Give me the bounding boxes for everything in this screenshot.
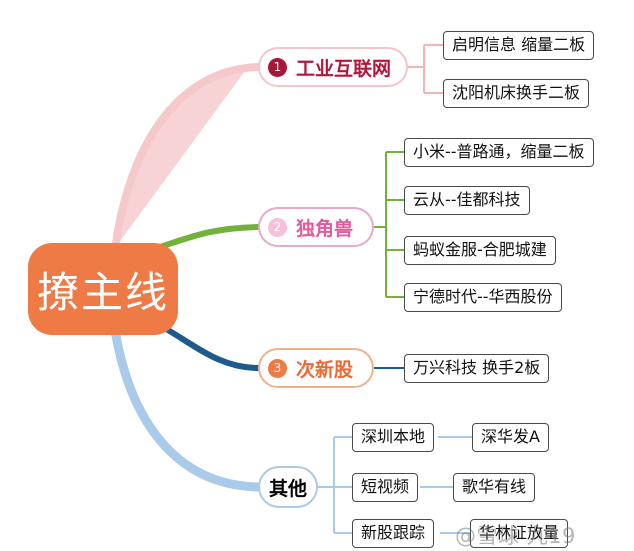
- leaf-node: 沈阳机床换手二板: [443, 79, 590, 108]
- root-node: 撩主线: [28, 243, 178, 335]
- leaf-node: 华林证放量: [470, 519, 569, 548]
- sub-branch-node: 深圳本地: [352, 423, 435, 452]
- branch-2-tree: [374, 151, 404, 298]
- leaf-node: 云从--佳都科技: [404, 186, 530, 215]
- branch-label-1: 工业互联网: [296, 57, 392, 80]
- leaf-node: 歌华有线: [453, 473, 536, 502]
- branch-number-1: 1: [268, 57, 287, 77]
- sub-branch-node: 短视频: [352, 473, 419, 502]
- branch-node-2: 2 独角兽: [258, 207, 374, 247]
- leaf-node: 启明信息 缩量二板: [443, 31, 595, 60]
- branch-node-4: 其他: [258, 466, 318, 508]
- branch-label-3: 次新股: [296, 358, 354, 381]
- branch-1-tree: [408, 44, 443, 94]
- leaf-node: 深华发A: [472, 423, 549, 452]
- branch-label-2: 独角兽: [296, 217, 354, 240]
- branch-number-2: 2: [268, 217, 287, 237]
- leaf-node: 蚂蚁金服-合肥城建: [404, 236, 556, 265]
- sub-branch-node: 新股跟踪: [352, 519, 435, 548]
- root-label: 撩主线: [36, 267, 169, 317]
- branch-node-3: 3 次新股: [258, 348, 374, 388]
- branch-label-4: 其他: [268, 477, 307, 500]
- branch-4-tree: [318, 436, 472, 534]
- branch-node-1: 1 工业互联网: [258, 47, 408, 87]
- watermark: @雪球 九19: [455, 524, 576, 548]
- leaf-node: 小米--普路通，缩量二板: [404, 138, 594, 167]
- connector-branch-4-line: [110, 325, 263, 492]
- branch-number-3: 3: [268, 358, 287, 378]
- leaf-node: 宁德时代--华西股份: [404, 283, 562, 312]
- leaf-node: 万兴科技 换手2板: [404, 354, 550, 383]
- connector-branch-1-line: [111, 63, 262, 254]
